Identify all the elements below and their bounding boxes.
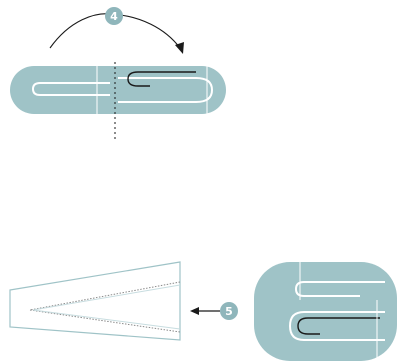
step-4-group: 4: [49, 7, 184, 54]
fold-over-arrowhead: [175, 42, 184, 54]
ink-curve: [127, 71, 196, 87]
folded-block: [254, 262, 397, 361]
cone-outline: [9, 261, 181, 341]
cone-inner-top: [32, 284, 181, 311]
cone-stitch-bottom: [29, 309, 181, 333]
step-5-badge: [220, 302, 238, 320]
block-lower-hairpin: [288, 311, 385, 341]
cone-stitch-top: [29, 281, 181, 311]
strip-body: [10, 66, 226, 114]
step-4-number: 4: [110, 10, 118, 23]
step-5-arrowhead: [190, 307, 199, 315]
cone-shape: [9, 261, 181, 341]
left-hairpin-line: [31, 82, 110, 96]
step-4-badge: [105, 7, 123, 25]
right-hairpin-line: [118, 77, 214, 103]
folded-strip-top: [10, 62, 226, 140]
block-ink-curve: [297, 317, 380, 335]
step-5-number: 5: [225, 305, 233, 318]
cone-inner-bottom: [32, 309, 181, 330]
block-upper-hairpin: [294, 281, 385, 297]
step-5-group: 5: [190, 302, 238, 320]
